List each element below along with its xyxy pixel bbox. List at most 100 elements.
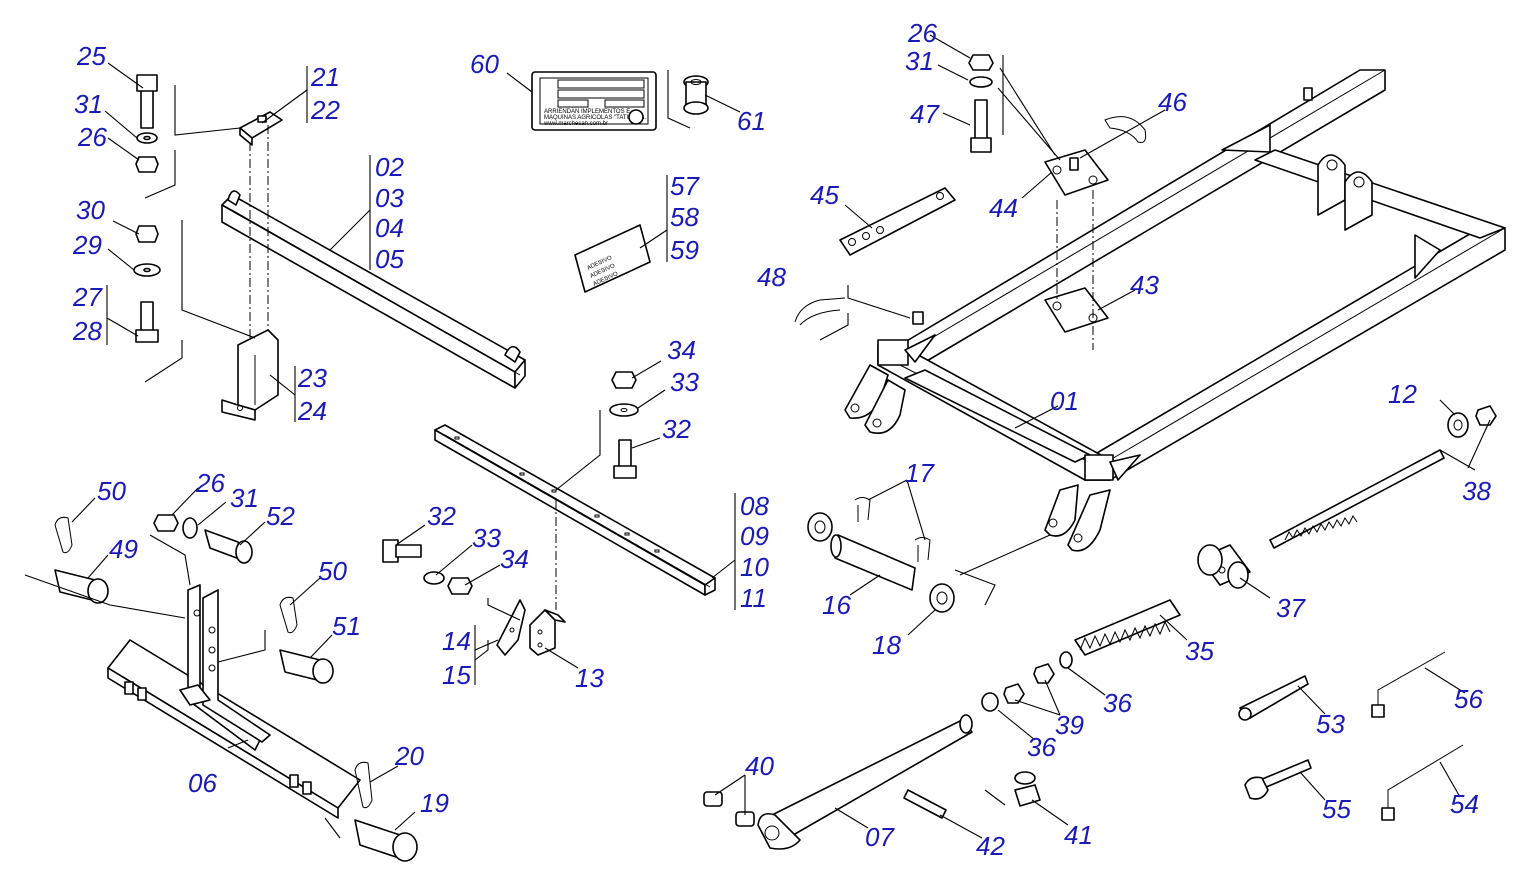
tool-part-56 — [1371, 651, 1446, 718]
tool-part-54 — [1381, 744, 1464, 821]
callout-40: 40 — [745, 751, 774, 781]
leader-lines — [71, 34, 1491, 839]
callout-48: 48 — [757, 262, 786, 292]
callout-19: 19 — [420, 788, 449, 818]
callout-33-center: 33 — [670, 367, 699, 397]
tension-rod-part-07 — [703, 651, 1073, 850]
callout-22: 22 — [310, 95, 340, 125]
callout-07: 07 — [865, 822, 895, 852]
sticker-part-57: ADESIVO ADESIVO ADESIVO — [574, 224, 651, 293]
cross-bar-part-02-05 — [221, 190, 526, 389]
callout-54: 54 — [1450, 789, 1479, 819]
callout-50-left: 50 — [97, 476, 126, 506]
callout-02: 02 — [375, 152, 404, 182]
spring-cap-part-37 — [1197, 544, 1251, 589]
callout-15: 15 — [442, 660, 471, 690]
plate-line-1: ARRIENDAN IMPLEMENTOS E — [544, 109, 630, 115]
callout-32-left: 32 — [427, 501, 456, 531]
callout-16: 16 — [822, 590, 851, 620]
id-plate-part-60: ARRIENDAN IMPLEMENTOS E MAQUINAS AGRICOL… — [531, 70, 691, 131]
tool-part-55 — [1244, 759, 1312, 800]
callout-34-left: 34 — [500, 544, 529, 574]
callout-06: 06 — [188, 768, 217, 798]
pin-part-16 — [807, 497, 1051, 613]
callout-12: 12 — [1388, 379, 1417, 409]
main-frame-part-01 — [844, 69, 1506, 552]
pin-part-49 — [24, 516, 191, 619]
callout-37: 37 — [1276, 593, 1306, 623]
callout-36-right: 36 — [1103, 688, 1132, 718]
scraper-bar-part-08 — [434, 410, 716, 610]
callout-labels: 01 02 03 04 05 06 07 08 09 10 11 12 13 1… — [72, 18, 1491, 861]
callout-55: 55 — [1322, 794, 1351, 824]
callout-26-shank: 26 — [195, 468, 225, 498]
callout-58: 58 — [670, 202, 699, 232]
callout-28: 28 — [72, 316, 102, 346]
callout-42: 42 — [976, 831, 1005, 861]
pin-part-19 — [324, 761, 418, 862]
callout-51: 51 — [332, 611, 361, 641]
callout-45: 45 — [810, 180, 839, 210]
callout-34-center: 34 — [667, 335, 696, 365]
callout-25: 25 — [76, 41, 106, 71]
callout-21: 21 — [310, 62, 340, 92]
callout-04: 04 — [375, 213, 404, 243]
callout-09: 09 — [740, 521, 769, 551]
callout-05: 05 — [375, 244, 404, 274]
callout-03: 03 — [375, 183, 404, 213]
bolt-stack-left — [133, 74, 256, 383]
callout-46: 46 — [1158, 87, 1187, 117]
callout-31-shank: 31 — [230, 483, 259, 513]
callout-47: 47 — [910, 99, 940, 129]
spring-part-35 — [1074, 599, 1181, 656]
callout-32-center: 32 — [662, 414, 691, 444]
callout-13: 13 — [575, 663, 604, 693]
callout-36-left: 36 — [1027, 732, 1056, 762]
callout-50-right: 50 — [318, 556, 347, 586]
callout-18: 18 — [872, 630, 901, 660]
callout-35: 35 — [1185, 636, 1214, 666]
callout-43: 43 — [1130, 270, 1159, 300]
callout-49: 49 — [109, 534, 138, 564]
plate-line-3: www.marchesan.com.br — [543, 121, 608, 127]
callout-33-left: 33 — [472, 523, 501, 553]
callout-01: 01 — [1050, 386, 1079, 416]
callout-56: 56 — [1454, 684, 1483, 714]
callout-59: 59 — [670, 235, 699, 265]
callout-39: 39 — [1055, 710, 1084, 740]
callout-26-top-right: 26 — [907, 18, 937, 48]
bolt-stack-center — [609, 371, 639, 479]
callout-26-top-left: 26 — [77, 122, 107, 152]
callout-30: 30 — [76, 195, 105, 225]
tatu-logo-icon — [628, 109, 644, 125]
threaded-rod-part-38 — [1269, 405, 1497, 549]
callout-14: 14 — [442, 626, 471, 656]
tool-part-53 — [1238, 675, 1309, 721]
callout-11: 11 — [740, 583, 767, 613]
shank-part-06 — [107, 584, 361, 819]
callout-52: 52 — [266, 501, 295, 531]
callout-31-top-left: 31 — [74, 89, 103, 119]
bracket-part-23 — [221, 329, 279, 421]
bolt-stack-shank — [153, 514, 253, 564]
callout-57: 57 — [670, 171, 700, 201]
callout-31-top-right: 31 — [905, 46, 934, 76]
callout-53: 53 — [1316, 709, 1345, 739]
callout-10: 10 — [740, 552, 769, 582]
callout-23: 23 — [297, 363, 327, 393]
blade-holder-part-13 — [382, 539, 566, 661]
pin-part-51 — [217, 596, 334, 684]
callout-41: 41 — [1064, 820, 1093, 850]
callout-61: 61 — [737, 106, 766, 136]
callout-08: 08 — [740, 491, 769, 521]
linkage-plates — [794, 54, 1147, 350]
bushing-part-61 — [683, 75, 709, 115]
callout-17: 17 — [905, 458, 935, 488]
callout-38: 38 — [1462, 476, 1491, 506]
callout-60: 60 — [470, 49, 499, 79]
callout-29: 29 — [72, 230, 102, 260]
callout-27: 27 — [72, 282, 103, 312]
clamp-part-21 — [239, 111, 283, 340]
callout-44: 44 — [989, 193, 1018, 223]
